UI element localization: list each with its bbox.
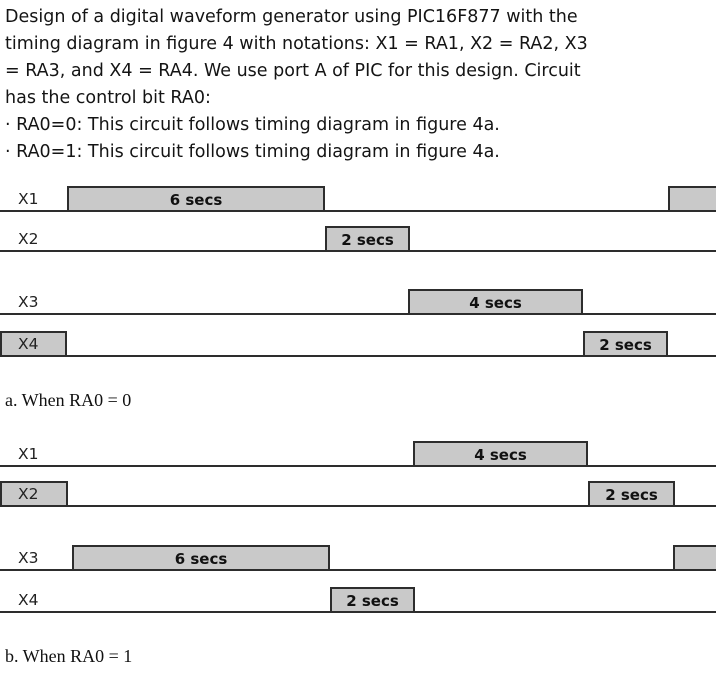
pulse-duration-label: 2 secs bbox=[346, 591, 399, 610]
pulse-high-4-secs: 4 secs bbox=[408, 289, 583, 313]
pulse-high bbox=[668, 186, 716, 210]
signal-row-x4-a: 2 secs X4 bbox=[0, 331, 716, 357]
signal-row-x2-a: 2 secs X2 bbox=[0, 226, 716, 252]
signal-row-x2-b: 2 secs X2 bbox=[0, 481, 716, 507]
pulse-duration-label: 4 secs bbox=[474, 445, 527, 464]
signal-row-x3-a: 4 secs X3 bbox=[0, 289, 716, 315]
pulse-duration-label: 2 secs bbox=[605, 485, 658, 504]
pulse-high bbox=[0, 331, 67, 355]
signal-name-label: X2 bbox=[18, 230, 39, 248]
pulse-duration-label: 6 secs bbox=[174, 549, 228, 568]
pulse-high bbox=[0, 481, 68, 505]
caption-figure-4a: a. When RA0 = 0 bbox=[5, 390, 132, 410]
intro-line: has the control bit RA0: bbox=[5, 88, 211, 108]
pulse-high-4-secs: 4 secs bbox=[413, 441, 588, 465]
pulse-duration-label: 2 secs bbox=[341, 230, 394, 249]
signal-baseline bbox=[0, 465, 716, 467]
intro-line: Design of a digital waveform generator u… bbox=[5, 7, 578, 27]
pulse-high-2-secs: 2 secs bbox=[330, 587, 415, 611]
intro-line: = RA3, and X4 = RA4. We use port A of PI… bbox=[5, 61, 581, 81]
signal-baseline bbox=[0, 505, 716, 507]
signal-name-label: X2 bbox=[18, 485, 39, 503]
problem-statement: Design of a digital waveform generator u… bbox=[5, 4, 588, 166]
signal-row-x4-b: 2 secs X4 bbox=[0, 587, 716, 613]
pulse-high-2-secs: 2 secs bbox=[588, 481, 675, 505]
signal-baseline bbox=[0, 569, 716, 571]
intro-line-bullet-ra0-1: · RA0=1: This circuit follows timing dia… bbox=[5, 142, 500, 162]
signal-baseline bbox=[0, 611, 716, 613]
signal-row-x1-a: 6 secs X1 bbox=[0, 186, 716, 212]
signal-baseline bbox=[0, 313, 716, 315]
pulse-high-2-secs: 2 secs bbox=[583, 331, 668, 355]
signal-row-x3-b: 6 secs X3 bbox=[0, 545, 716, 571]
pulse-high bbox=[673, 545, 716, 569]
signal-baseline bbox=[0, 355, 716, 357]
signal-row-x1-b: 4 secs X1 bbox=[0, 441, 716, 467]
signal-name-label: X1 bbox=[18, 190, 39, 208]
intro-line-bullet-ra0-0: · RA0=0: This circuit follows timing dia… bbox=[5, 115, 500, 135]
signal-name-label: X4 bbox=[18, 591, 39, 609]
signal-name-label: X3 bbox=[18, 549, 39, 567]
pulse-high-2-secs: 2 secs bbox=[325, 226, 410, 250]
pulse-high-6-secs: 6 secs bbox=[67, 186, 325, 210]
pulse-duration-label: 6 secs bbox=[169, 190, 223, 209]
pulse-duration-label: 2 secs bbox=[599, 335, 652, 354]
signal-name-label: X3 bbox=[18, 293, 39, 311]
signal-name-label: X4 bbox=[18, 335, 39, 353]
signal-baseline bbox=[0, 210, 716, 212]
signal-name-label: X1 bbox=[18, 445, 39, 463]
intro-line: timing diagram in figure 4 with notation… bbox=[5, 34, 588, 54]
caption-figure-4b: b. When RA0 = 1 bbox=[5, 646, 133, 666]
pulse-duration-label: 4 secs bbox=[469, 293, 522, 312]
pulse-high-6-secs: 6 secs bbox=[72, 545, 330, 569]
signal-baseline bbox=[0, 250, 716, 252]
